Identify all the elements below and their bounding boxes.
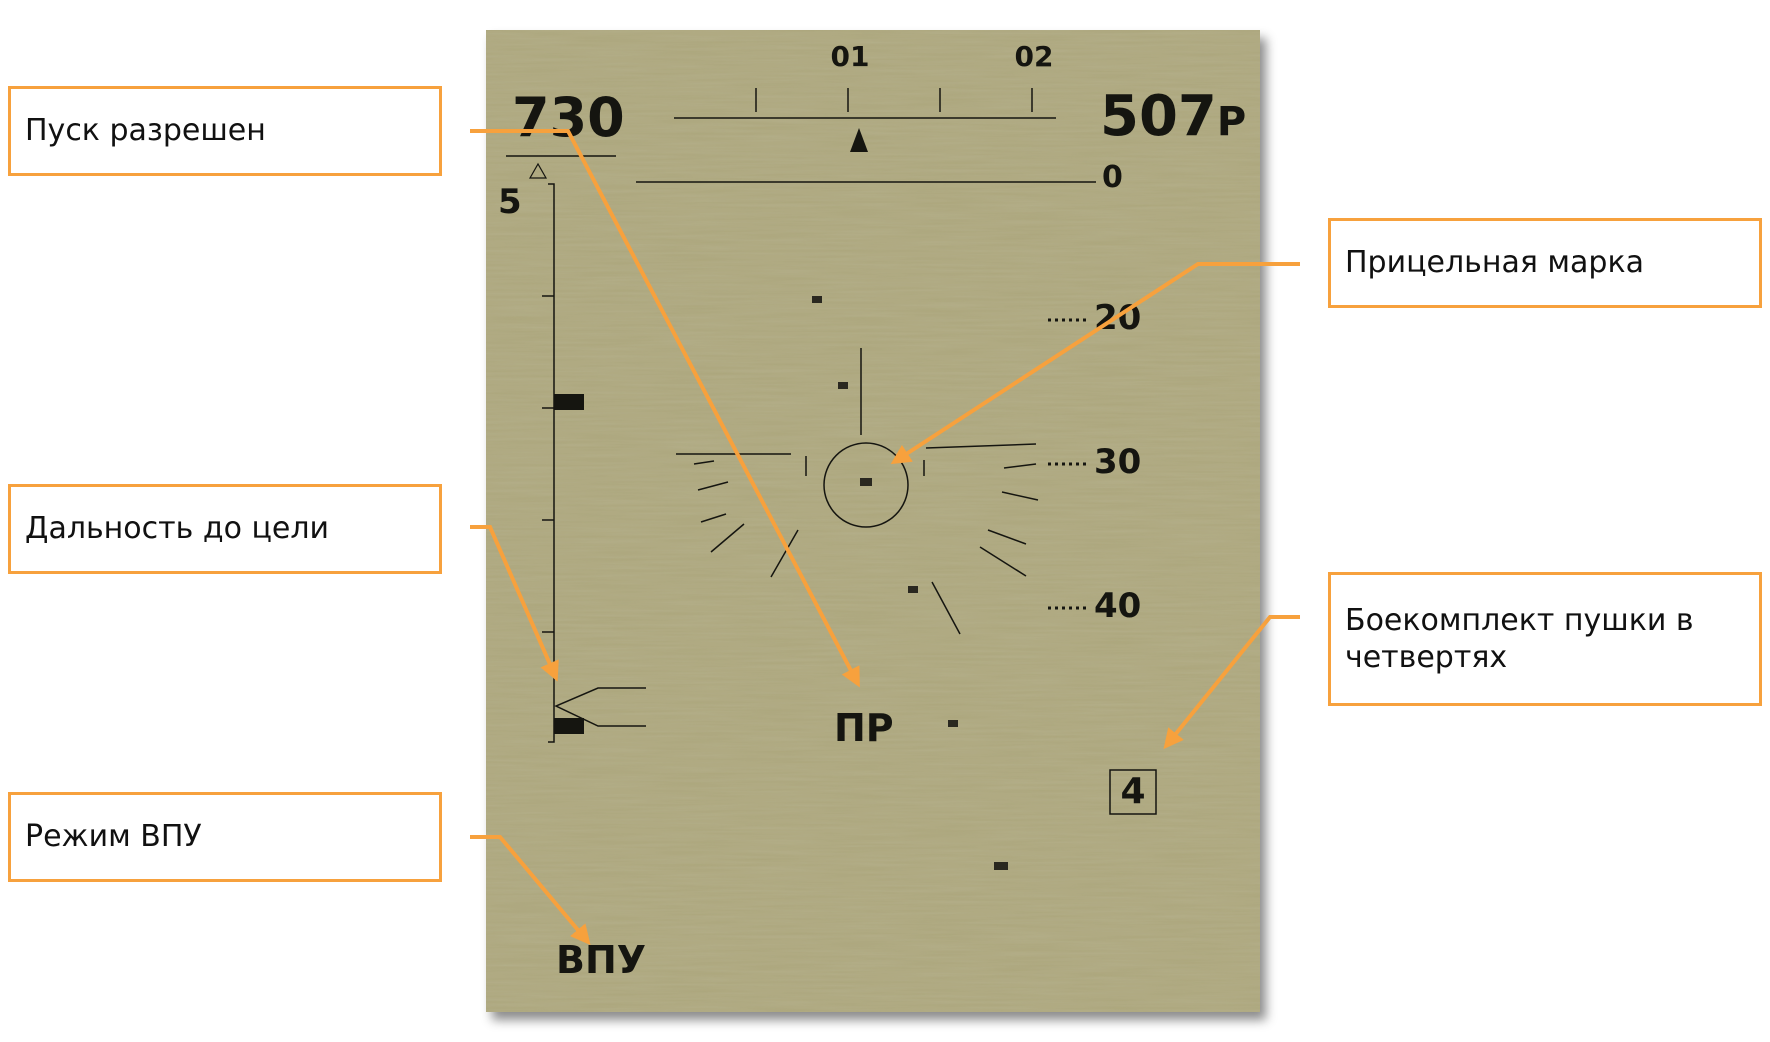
ground-target-icon <box>838 382 848 389</box>
range-scale-max-label: 5 <box>498 182 522 222</box>
callout-mode-vpu: Режим ВПУ <box>8 792 442 882</box>
range-scale <box>548 183 555 743</box>
callout-gun-ammo: Боекомплект пушки в четвертях <box>1328 572 1762 706</box>
hud-symbology <box>506 88 1157 870</box>
range-bar-lower <box>554 718 584 734</box>
altitude-mode: Р <box>1216 99 1247 145</box>
ground-target-icon <box>948 720 958 727</box>
altitude-readout: 507Р <box>1100 84 1246 149</box>
ammo-quarters-value: 4 <box>1120 771 1146 812</box>
range-top-marker-icon <box>528 162 548 179</box>
callout-gun-ammo-text: Боекомплект пушки в четвертях <box>1345 602 1694 676</box>
ground-target-icon <box>994 862 1008 870</box>
pitch-label-30: 30 <box>1094 442 1142 482</box>
range-pointer <box>554 687 646 727</box>
speed-readout: 730 <box>512 86 625 149</box>
callout-launch-permitted-text: Пуск разрешен <box>25 113 266 149</box>
heading-label-01: 01 <box>830 40 870 73</box>
range-bar-upper <box>554 394 584 410</box>
callout-range-to-target: Дальность до цели <box>8 484 442 574</box>
ground-target-icon <box>812 296 822 303</box>
callout-launch-permitted: Пуск разрешен <box>8 86 442 176</box>
callout-aiming-mark-text: Прицельная марка <box>1345 245 1644 281</box>
ground-target-icon <box>908 586 918 593</box>
ammo-box <box>1109 769 1157 815</box>
ground-target-icon <box>860 478 872 486</box>
pitch-label-20: 20 <box>1094 298 1142 338</box>
callout-aiming-mark: Прицельная марка <box>1328 218 1762 308</box>
launch-permitted-label: ПР <box>834 706 894 750</box>
heading-label-02: 02 <box>1014 40 1054 73</box>
callout-mode-vpu-text: Режим ВПУ <box>25 819 202 855</box>
heading-caret-icon <box>850 128 868 152</box>
pitch-label-40: 40 <box>1094 586 1142 626</box>
hud-display: 01 02 730 507Р 0 20 30 40 5 ПР 4 ВПУ <box>486 30 1260 1012</box>
callout-range-to-target-text: Дальность до цели <box>25 511 330 547</box>
mode-label: ВПУ <box>556 938 647 982</box>
pitch-label-0: 0 <box>1102 160 1123 195</box>
altitude-value: 507 <box>1100 84 1217 149</box>
